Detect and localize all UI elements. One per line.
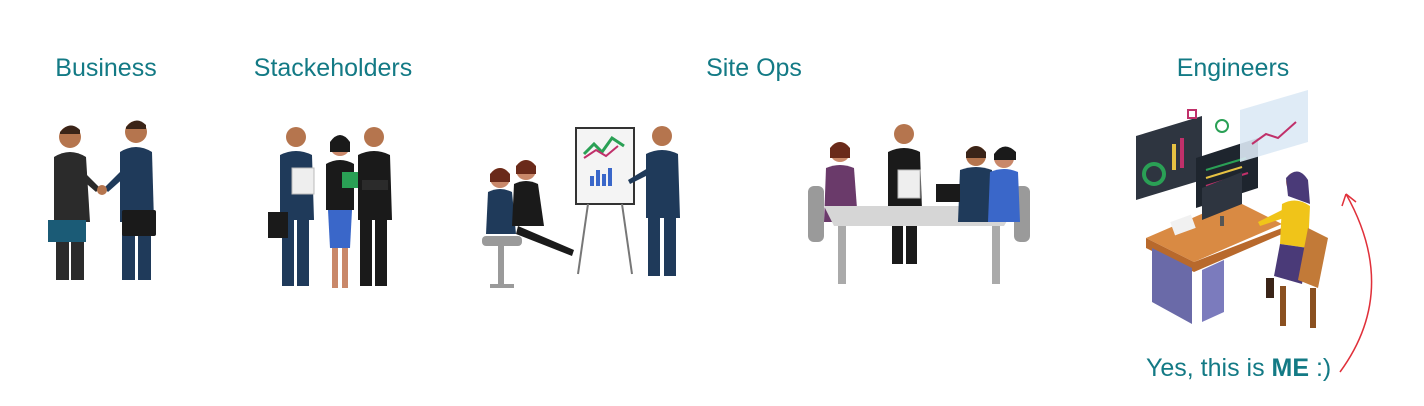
team-standing-illustration bbox=[262, 120, 412, 300]
caption-text: Yes, this is ME :) bbox=[1146, 352, 1331, 384]
group-label-business: Business bbox=[55, 54, 157, 82]
caption-emphasis: ME bbox=[1271, 354, 1310, 382]
developer-workstation-illustration bbox=[1132, 88, 1332, 330]
group-label-engineers: Engineers bbox=[1176, 54, 1290, 82]
presentation-illustration bbox=[478, 124, 698, 299]
curved-arrow-icon bbox=[1330, 180, 1390, 385]
handshake-illustration bbox=[40, 112, 180, 292]
group-label-site-ops: Site Ops bbox=[706, 54, 802, 82]
caption-suffix: :) bbox=[1309, 354, 1332, 382]
group-label-stakeholders: Stackeholders bbox=[253, 54, 413, 82]
caption-prefix: Yes, this is bbox=[1146, 354, 1272, 382]
meeting-illustration bbox=[804, 122, 1040, 292]
